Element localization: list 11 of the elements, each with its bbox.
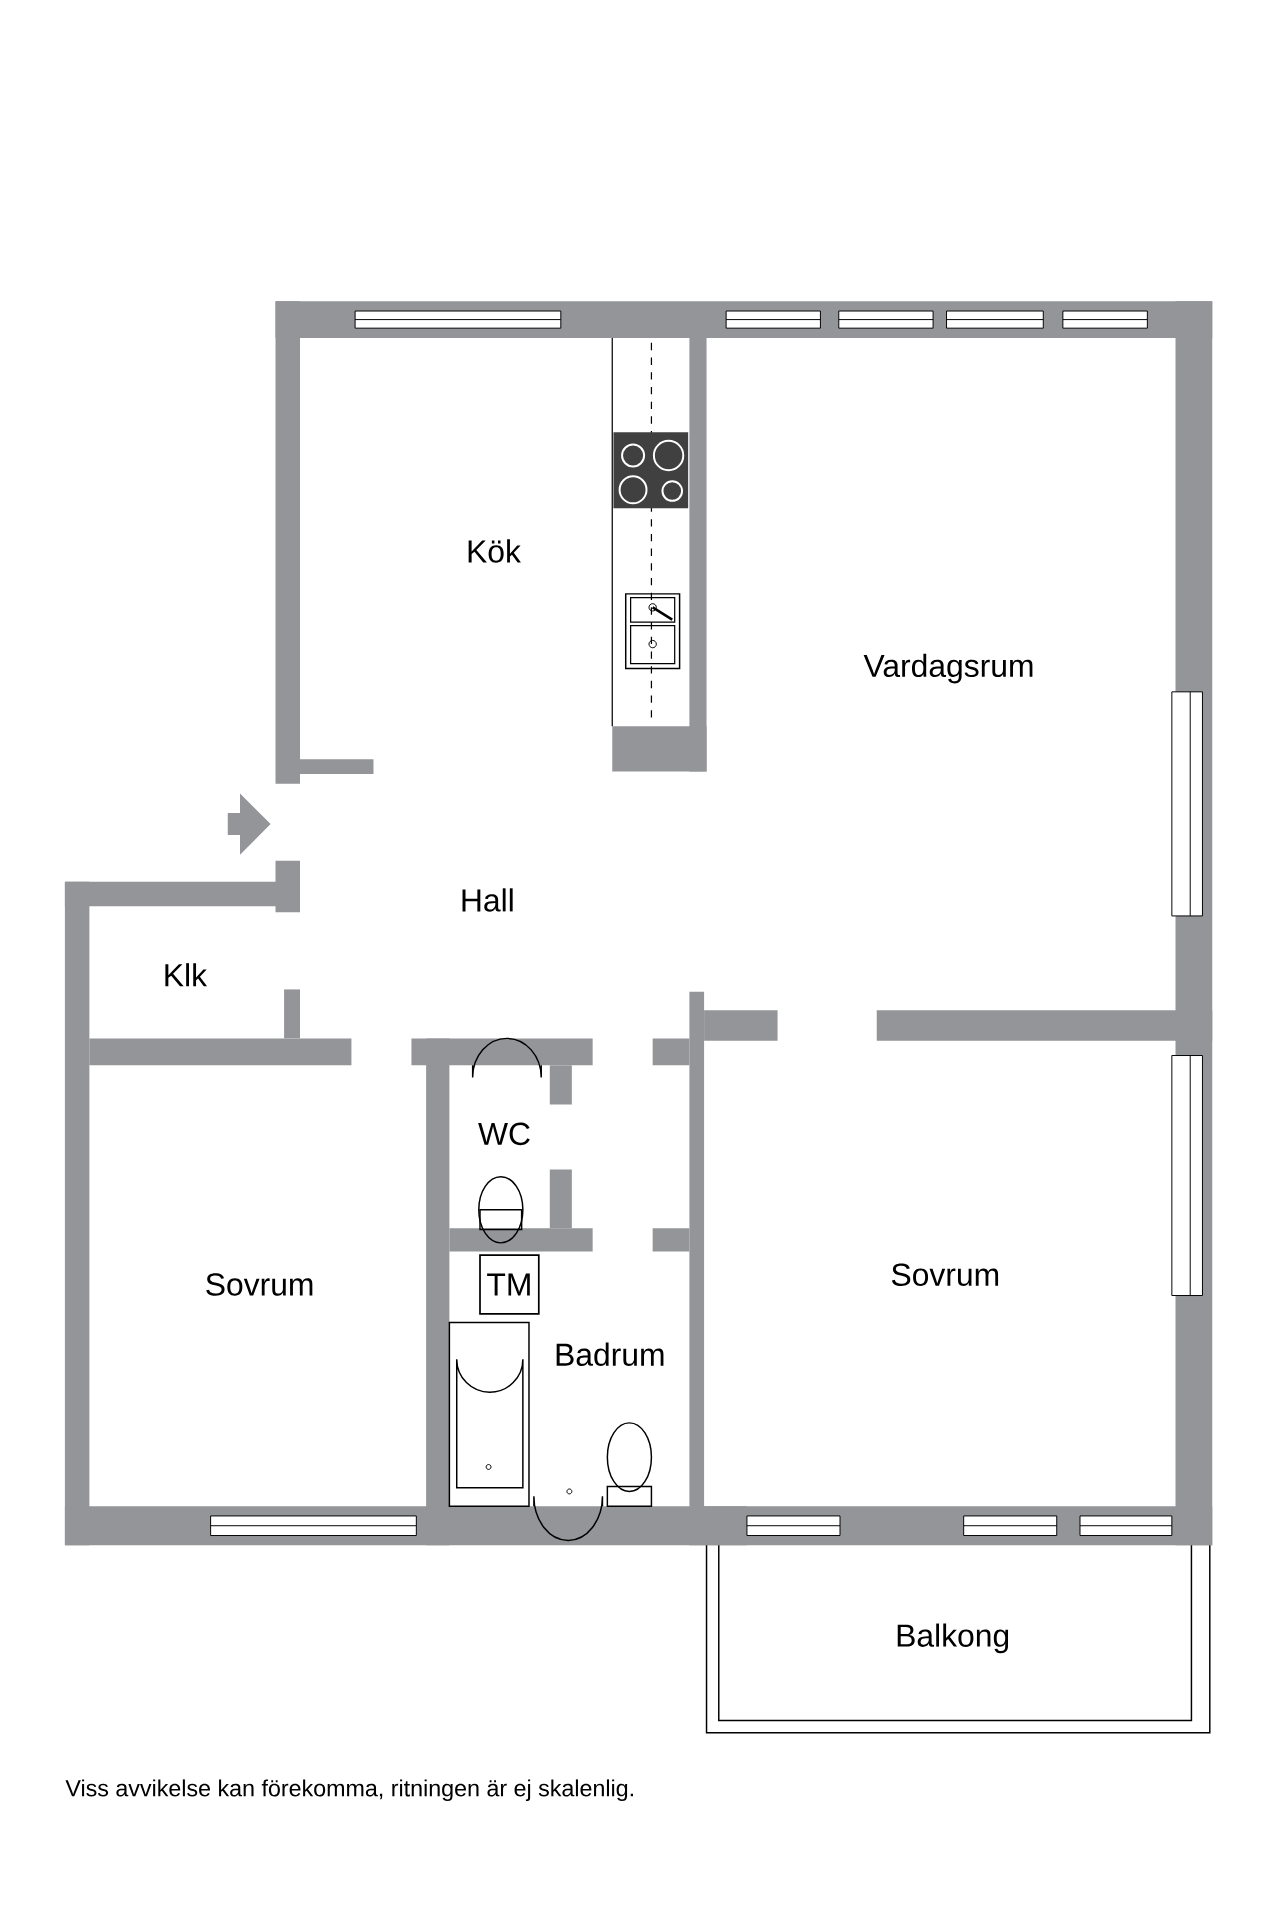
room-label: Badrum (556, 1342, 664, 1366)
label-box: TM (479, 1254, 540, 1315)
room-label: Vardagsrum (863, 653, 1033, 684)
room-label: Klk (165, 963, 208, 987)
room-label: Kök (468, 539, 522, 563)
room-label: Hall (462, 888, 513, 912)
room-label: Balkong (897, 1623, 1009, 1654)
room-label: WC (478, 1122, 530, 1146)
room-label: Sovrum (892, 1263, 999, 1286)
room-label: Sovrum (206, 1273, 313, 1296)
caption: Viss avvikelse kan förekomma, ritningen är ej skalenlig. (65, 1779, 634, 1802)
